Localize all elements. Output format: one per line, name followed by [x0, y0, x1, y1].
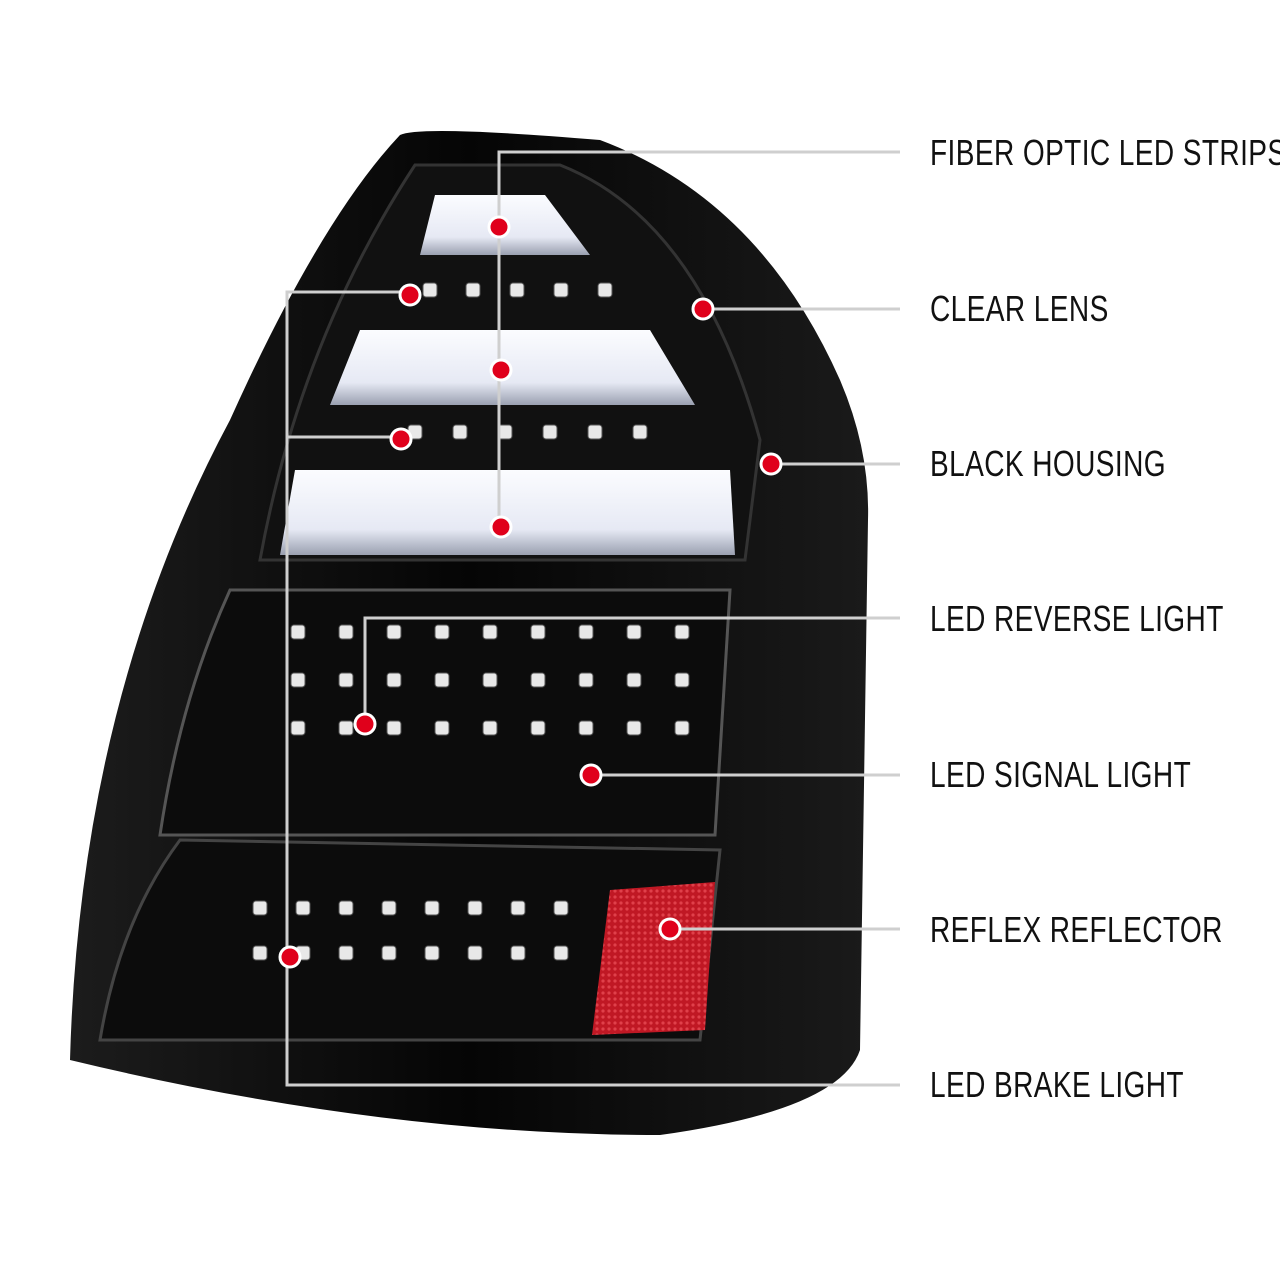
led — [578, 624, 594, 640]
reflex-reflector — [592, 882, 715, 1035]
led — [482, 624, 498, 640]
led — [434, 624, 450, 640]
led — [381, 900, 397, 916]
led — [386, 624, 402, 640]
led — [553, 900, 569, 916]
callout-dot — [658, 917, 682, 941]
led-array — [252, 282, 690, 961]
led — [386, 720, 402, 736]
led — [482, 672, 498, 688]
led — [465, 282, 481, 298]
callout-dot — [389, 427, 413, 451]
callout-dot — [489, 515, 513, 539]
led — [295, 900, 311, 916]
label-black-housing: BLACK HOUSING — [930, 443, 1167, 484]
led — [632, 424, 648, 440]
led — [553, 945, 569, 961]
tail-light-housing — [70, 131, 869, 1135]
led — [587, 424, 603, 440]
callout-dot — [489, 358, 513, 382]
led — [424, 945, 440, 961]
callout-dot — [353, 712, 377, 736]
led — [510, 945, 526, 961]
led — [381, 945, 397, 961]
led — [553, 282, 569, 298]
led — [290, 720, 306, 736]
callout-dot — [579, 763, 603, 787]
callout-dots — [278, 215, 783, 969]
led — [626, 672, 642, 688]
led — [452, 424, 468, 440]
led — [386, 672, 402, 688]
callout-dot — [487, 215, 511, 239]
led — [424, 900, 440, 916]
led — [674, 720, 690, 736]
led — [597, 282, 613, 298]
led — [509, 282, 525, 298]
led — [290, 624, 306, 640]
led — [422, 282, 438, 298]
callout-lines — [285, 150, 900, 1087]
led — [290, 672, 306, 688]
label-led-reverse-light: LED REVERSE LIGHT — [930, 598, 1224, 639]
fiber-optic-strip — [330, 330, 695, 405]
label-reflex-reflector: REFLEX REFLECTOR — [930, 909, 1223, 950]
led — [578, 672, 594, 688]
led — [510, 900, 526, 916]
callout-dot — [278, 945, 302, 969]
label-led-signal-light: LED SIGNAL LIGHT — [930, 754, 1192, 795]
led — [434, 720, 450, 736]
led — [482, 720, 498, 736]
callout-dot — [691, 297, 715, 321]
fiber-optic-strip — [280, 470, 735, 555]
label-clear-lens: CLEAR LENS — [930, 288, 1109, 329]
led — [578, 720, 594, 736]
led — [530, 672, 546, 688]
led — [338, 672, 354, 688]
led — [338, 900, 354, 916]
led — [434, 672, 450, 688]
callout-dot — [398, 283, 422, 307]
led — [252, 945, 268, 961]
led — [626, 720, 642, 736]
label-led-brake-light: LED BRAKE LIGHT — [930, 1064, 1184, 1105]
led — [674, 672, 690, 688]
led — [467, 900, 483, 916]
led — [467, 945, 483, 961]
led — [252, 900, 268, 916]
led — [338, 624, 354, 640]
led — [338, 720, 354, 736]
led — [530, 720, 546, 736]
led — [530, 624, 546, 640]
led — [674, 624, 690, 640]
led — [626, 624, 642, 640]
led — [542, 424, 558, 440]
led — [338, 945, 354, 961]
label-fiber-optic-led-strips: FIBER OPTIC LED STRIPS — [930, 132, 1280, 173]
callout-dot — [759, 452, 783, 476]
